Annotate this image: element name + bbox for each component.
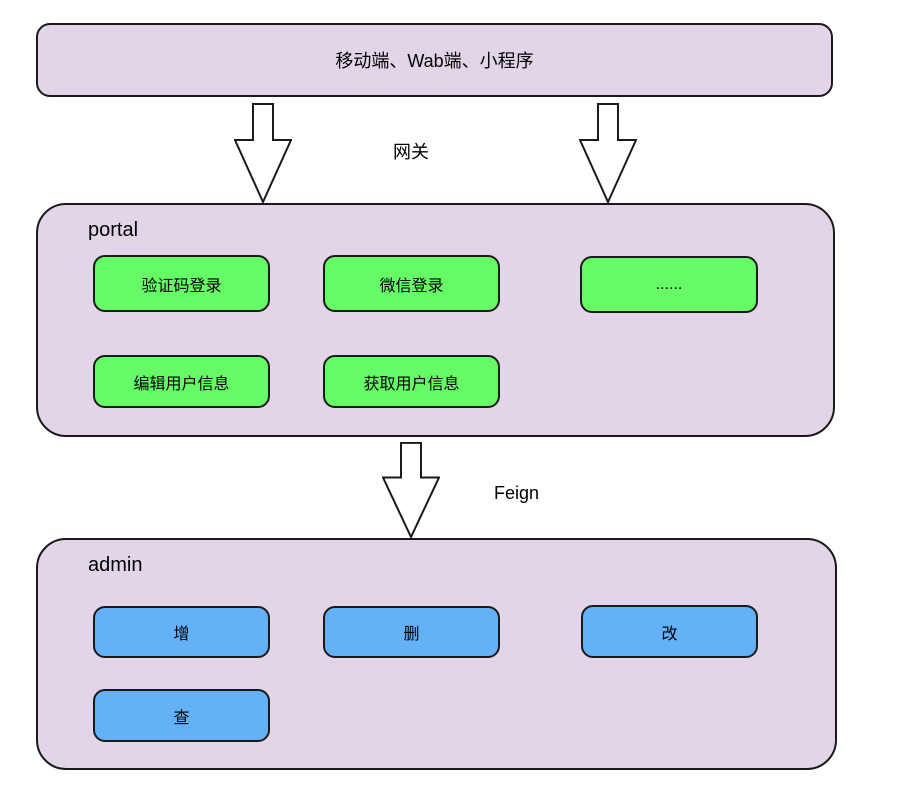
admin-node-label: 查 bbox=[173, 709, 190, 727]
feign-label: Feign bbox=[494, 483, 540, 503]
portal-node-label: 获取用户信息 bbox=[363, 375, 460, 393]
portal-node-label: ...... bbox=[655, 275, 683, 293]
portal-node-label: 微信登录 bbox=[379, 277, 444, 295]
admin-node-label: 删 bbox=[403, 626, 420, 643]
admin-title: admin bbox=[88, 554, 143, 576]
portal-node-wechat-login: 微信登录 bbox=[323, 255, 500, 312]
admin-node-label: 改 bbox=[661, 625, 678, 643]
portal-node-label: 编辑用户信息 bbox=[133, 375, 230, 393]
admin-node-delete: 删 bbox=[323, 606, 500, 658]
portal-node-more: ...... bbox=[580, 256, 758, 313]
admin-node-update: 改 bbox=[581, 605, 758, 658]
portal-title: portal bbox=[88, 219, 139, 241]
admin-node-create: 增 bbox=[93, 606, 270, 658]
portal-node-get-user-info: 获取用户信息 bbox=[323, 355, 500, 408]
down-arrow-icon bbox=[579, 103, 637, 203]
admin-node-label: 增 bbox=[173, 626, 190, 643]
admin-node-read: 查 bbox=[93, 689, 270, 742]
clients-box: 移动端、Wab端、小程序 bbox=[36, 23, 833, 97]
clients-box-label: 移动端、Wab端、小程序 bbox=[335, 51, 534, 71]
portal-node-label: 验证码登录 bbox=[141, 277, 222, 295]
portal-node-captcha-login: 验证码登录 bbox=[93, 255, 270, 312]
down-arrow-icon bbox=[234, 103, 292, 203]
down-arrow-icon bbox=[382, 442, 440, 538]
portal-node-edit-user-info: 编辑用户信息 bbox=[93, 355, 270, 408]
gateway-label: 网关 bbox=[393, 142, 429, 162]
